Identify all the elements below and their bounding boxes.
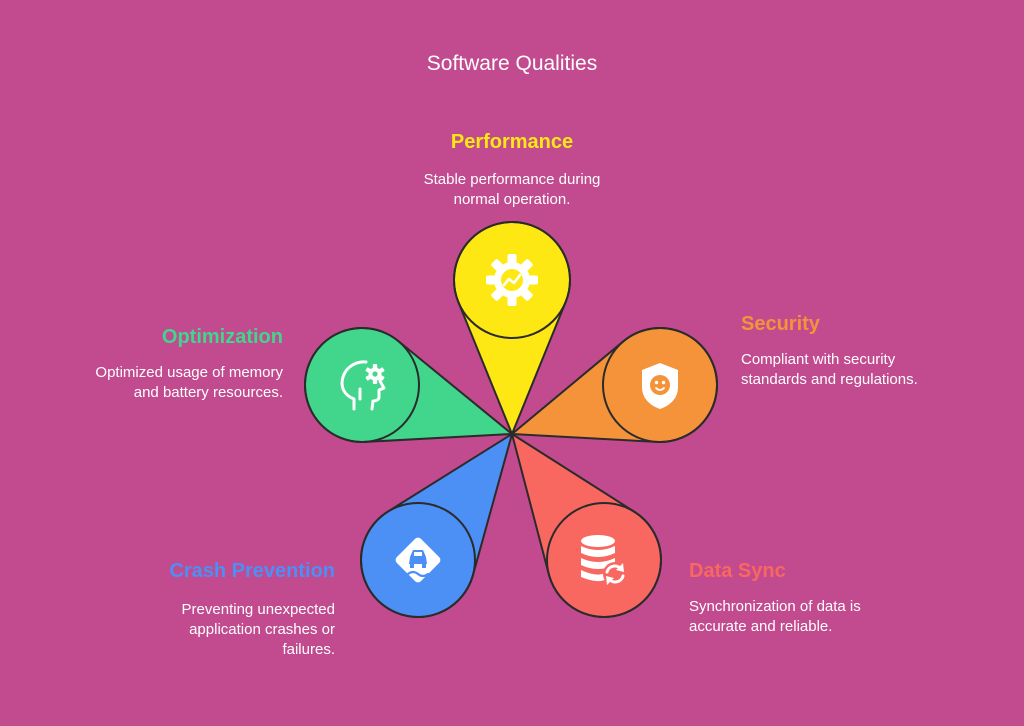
optimization-petal [304, 327, 513, 443]
performance-heading: Performance [450, 131, 574, 153]
security-petal [511, 327, 718, 443]
security-description: Compliant with security standards and re… [741, 351, 918, 388]
shield-face-icon [642, 363, 678, 409]
optimization-petal-circle [304, 327, 420, 443]
crash-prevention-petal [360, 433, 513, 618]
performance-description: Stable performance during normal operati… [423, 171, 601, 208]
security-petal-circle [602, 327, 718, 443]
optimization-heading: Optimization [161, 326, 283, 348]
performance-petal-circle [453, 221, 571, 339]
optimization-description: Optimized usage of memory and battery re… [95, 364, 283, 401]
car-warning-icon [395, 537, 441, 583]
performance-petal [453, 220, 571, 435]
crash-prevention-petal-circle [360, 502, 476, 618]
diagram-title: Software Qualities [426, 52, 598, 75]
database-sync-icon [581, 535, 627, 586]
data-sync-heading: Data Sync [689, 560, 786, 582]
crash-prevention-description: Preventing unexpected application crashe… [181, 601, 335, 658]
security-heading: Security [741, 313, 820, 335]
data-sync-description: Synchronization of data is accurate and … [689, 598, 861, 635]
crash-prevention-heading: Crash Prevention [169, 560, 335, 582]
head-gear-icon [340, 360, 386, 411]
gear-chart-icon [486, 254, 538, 306]
crash-prevention-petal-shape [360, 433, 513, 618]
data-sync-petal [511, 433, 662, 618]
data-sync-petal-shape [511, 433, 662, 618]
data-sync-petal-circle [546, 502, 662, 618]
